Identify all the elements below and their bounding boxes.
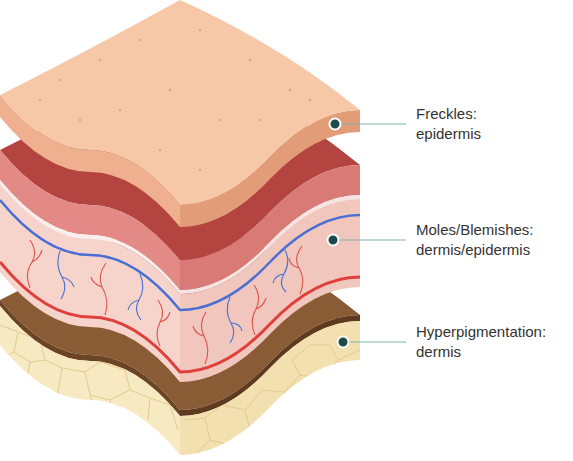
leader-line xyxy=(349,341,406,342)
callout-label: Moles/Blemishes: dermis/epidermis xyxy=(416,220,568,261)
callout-label: Freckles: epidermis xyxy=(416,104,526,145)
artery xyxy=(0,262,360,372)
leader-line xyxy=(341,123,406,124)
callout-dot xyxy=(338,337,349,348)
callout-dot xyxy=(330,119,341,130)
capillaries xyxy=(27,240,302,364)
epidermis-slab xyxy=(0,0,360,227)
venules xyxy=(58,250,288,343)
leader-line xyxy=(339,239,406,240)
dermis-right xyxy=(180,199,360,382)
epidermis-top xyxy=(0,0,360,205)
pores xyxy=(39,29,312,172)
callouts xyxy=(328,119,407,348)
callout-label: Hyperpigmentation: dermis xyxy=(416,322,568,363)
callout-dot xyxy=(328,235,339,246)
